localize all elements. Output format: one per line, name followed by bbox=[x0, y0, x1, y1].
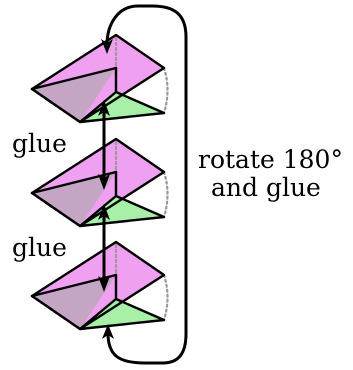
glue-label-2: glue bbox=[12, 233, 67, 262]
rotate-loop-arrow bbox=[101, 4, 188, 365]
rotate-label-line2: and glue bbox=[211, 173, 321, 202]
glue-arrow-2 bbox=[98, 204, 110, 292]
rotate-label-line1: rotate 180° bbox=[198, 145, 343, 174]
glue-label-1: glue bbox=[12, 129, 67, 158]
glue-arrow-1 bbox=[98, 100, 110, 190]
wedge-top bbox=[30, 33, 169, 124]
